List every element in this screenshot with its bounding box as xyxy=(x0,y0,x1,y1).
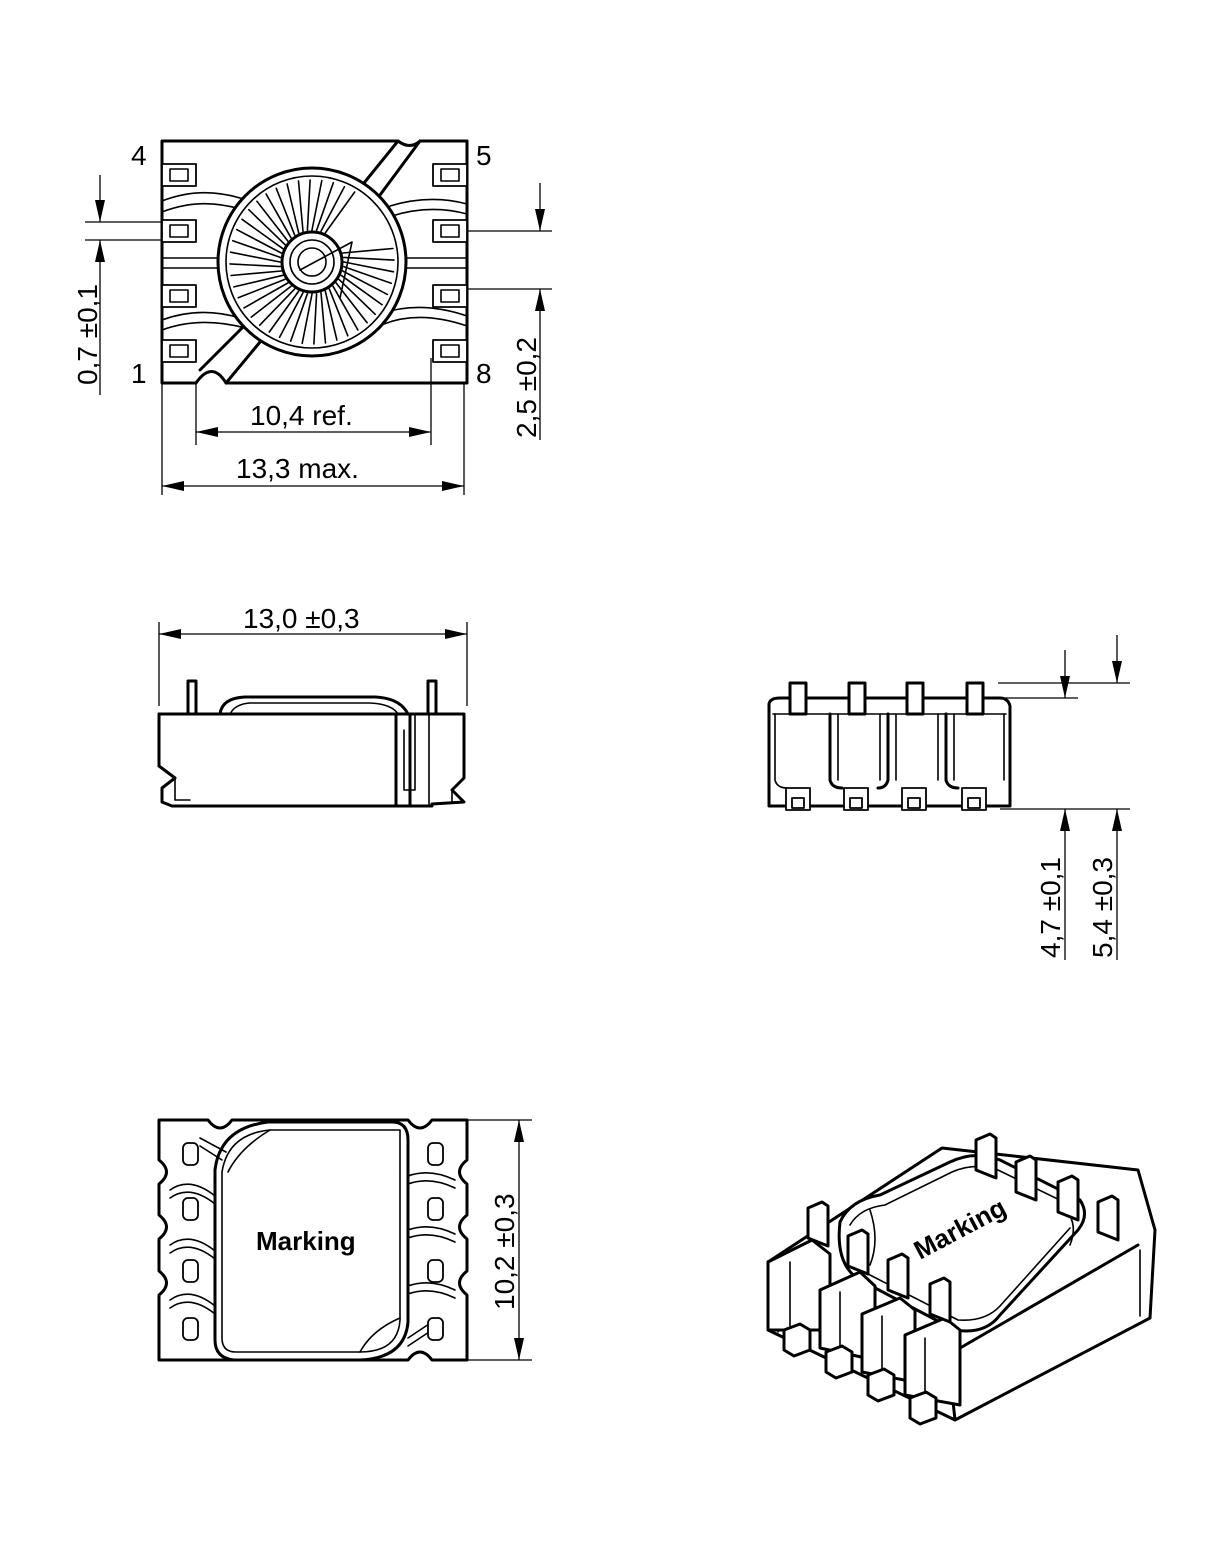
winding-line xyxy=(324,191,356,234)
ref-width-text: 10,4 ref. xyxy=(250,400,353,431)
bottom-view xyxy=(157,1118,469,1362)
winding-line xyxy=(229,251,281,263)
body-length-text: 13,0 ±0,3 xyxy=(243,603,360,634)
max-width-text: 13,3 max. xyxy=(236,453,359,484)
total-height-text: 5,4 ±0,3 xyxy=(1087,857,1118,958)
dim-heights: 4,7 ±0,1 5,4 ±0,3 xyxy=(998,635,1130,960)
end-view xyxy=(767,681,1012,811)
winding-line xyxy=(256,200,289,242)
winding-line xyxy=(341,247,394,254)
winding-line xyxy=(286,183,300,234)
winding-line xyxy=(306,179,311,232)
dim-max-width: 13,3 max. xyxy=(161,383,465,495)
dim-pitch: 2,5 ±0,2 xyxy=(467,183,552,440)
dim-body-length: 13,0 ±0,3 xyxy=(158,603,468,706)
winding-line xyxy=(241,218,284,250)
winding-line xyxy=(248,208,286,246)
winding-line xyxy=(233,274,284,288)
isometric-view xyxy=(766,1132,1157,1426)
winding-line xyxy=(289,292,309,343)
winding-line xyxy=(343,261,395,273)
winding-line xyxy=(250,285,292,318)
marking-top-label: Marking xyxy=(256,1226,356,1256)
winding-line xyxy=(332,285,359,331)
winding-line xyxy=(232,239,282,259)
winding-line xyxy=(324,290,338,341)
winding-line xyxy=(342,256,395,261)
winding-line xyxy=(313,292,318,345)
winding-line xyxy=(230,270,283,277)
winding-line xyxy=(297,180,304,233)
winding-line xyxy=(338,278,377,316)
winding-line xyxy=(265,193,292,239)
winding-line xyxy=(328,288,349,337)
winding-line xyxy=(311,179,323,231)
winding-line xyxy=(235,228,283,254)
winding-line xyxy=(315,182,335,232)
body-height-text: 4,7 ±0,1 xyxy=(1035,857,1066,958)
body-width-text: 10,2 ±0,3 xyxy=(489,1193,520,1310)
winding-line xyxy=(243,282,289,309)
pin-8-label: 8 xyxy=(476,358,492,389)
side-view xyxy=(157,679,466,808)
pitch-text: 2,5 ±0,2 xyxy=(511,337,542,438)
top-view xyxy=(160,139,469,385)
winding-line xyxy=(342,265,393,285)
pin-1-label: 1 xyxy=(131,358,147,389)
winding-line xyxy=(320,291,327,344)
winding-line xyxy=(258,288,296,327)
winding-line xyxy=(268,290,300,333)
dim-ref-width: 10,4 ref. xyxy=(195,358,432,445)
winding-line xyxy=(278,291,304,339)
pin-4-label: 4 xyxy=(131,140,147,171)
dim-body-width: 10,2 ±0,3 xyxy=(467,1119,532,1361)
winding-line xyxy=(237,278,286,299)
winding-line xyxy=(229,263,282,268)
winding-line xyxy=(275,187,296,236)
dim-lead-width: 0,7 ±0,1 xyxy=(72,175,162,395)
lead-width-text: 0,7 ±0,1 xyxy=(72,284,103,385)
winding-line xyxy=(301,293,313,345)
winding-line xyxy=(340,274,383,306)
winding-line xyxy=(320,185,346,233)
pin-5-label: 5 xyxy=(476,140,492,171)
winding-line xyxy=(341,270,389,296)
